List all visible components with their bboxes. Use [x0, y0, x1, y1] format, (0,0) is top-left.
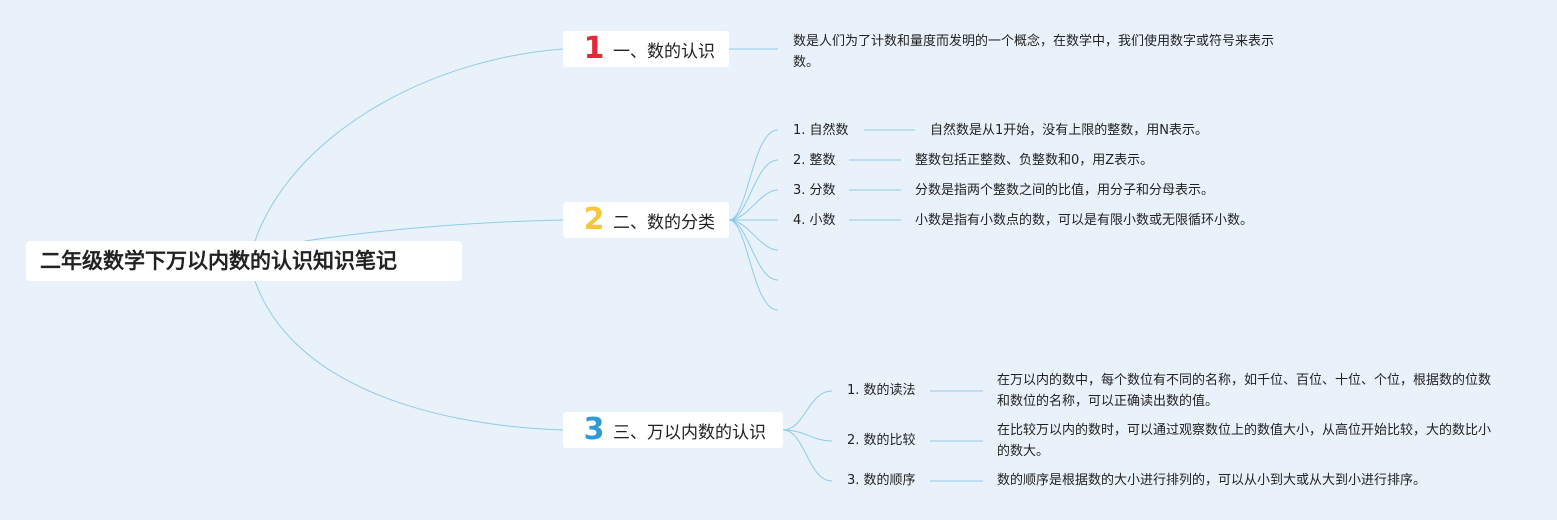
- subtopic-description: 分数是指两个整数之间的比值，用分子和分母表示。: [915, 183, 1215, 198]
- subtopic-description: 自然数是从1开始，没有上限的整数，用N表示。: [930, 123, 1208, 138]
- connector-line: [728, 219, 779, 311]
- subtopic-decimals[interactable]: 4. 小数: [793, 213, 836, 228]
- connector-line: [782, 429, 833, 482]
- branch-number-badge: 2: [583, 202, 605, 237]
- subtopic-ordering-numbers[interactable]: 3. 数的顺序: [847, 473, 916, 488]
- branch-numbers-within-10000[interactable]: 3 三、万以内数的认识: [563, 412, 783, 448]
- subtopic-natural-numbers[interactable]: 1. 自然数: [793, 123, 849, 138]
- branch-label: 三、万以内数的认识: [613, 422, 766, 443]
- branch-number-badge: 3: [583, 412, 605, 447]
- subtopic-integers[interactable]: 2. 整数: [793, 153, 836, 168]
- subtopic-description: 小数是指有小数点的数，可以是有限小数或无限循环小数。: [915, 213, 1254, 228]
- connector-line: [728, 219, 779, 281]
- subtopic-description: 数的顺序是根据数的大小进行排列的，可以从小到大或从大到小进行排序。: [997, 473, 1427, 488]
- branch-label: 一、数的认识: [613, 41, 715, 62]
- connector-line: [782, 390, 833, 431]
- subtopic-reading-numbers[interactable]: 1. 数的读法: [847, 383, 916, 398]
- branch-number-classification[interactable]: 2 二、数的分类: [563, 202, 729, 238]
- branch-description: 数是人们为了计数和量度而发明的一个概念，在数学中，我们使用数字或符号来表示数。: [793, 34, 1275, 70]
- connector-line: [728, 189, 779, 221]
- subtopic-description: 在比较万以内的数时，可以通过观察数位上的数值大小，从高位开始比较，大的数比小的数…: [997, 423, 1492, 459]
- subtopic-fractions[interactable]: 3. 分数: [793, 183, 836, 198]
- connector-line: [254, 280, 564, 431]
- branch-label: 二、数的分类: [613, 212, 715, 233]
- connector-line: [782, 429, 833, 442]
- connector-line: [304, 219, 564, 242]
- subtopic-comparing-numbers[interactable]: 2. 数的比较: [847, 433, 916, 448]
- branch-number-recognition[interactable]: 1 一、数的认识: [563, 31, 729, 67]
- branch-number-badge: 1: [583, 31, 605, 66]
- connector-line: [728, 159, 779, 221]
- subtopic-description: 在万以内的数中，每个数位有不同的名称，如千位、百位、十位、个位，根据数的位数和数…: [997, 373, 1492, 409]
- subtopic-description: 整数包括正整数、负整数和0，用Z表示。: [915, 153, 1154, 168]
- connector-line: [254, 48, 564, 242]
- root-topic[interactable]: 二年级数学下万以内数的认识知识笔记: [26, 241, 462, 281]
- root-title: 二年级数学下万以内数的认识知识笔记: [40, 249, 397, 273]
- connector-line: [728, 219, 779, 251]
- connector-line: [728, 129, 779, 221]
